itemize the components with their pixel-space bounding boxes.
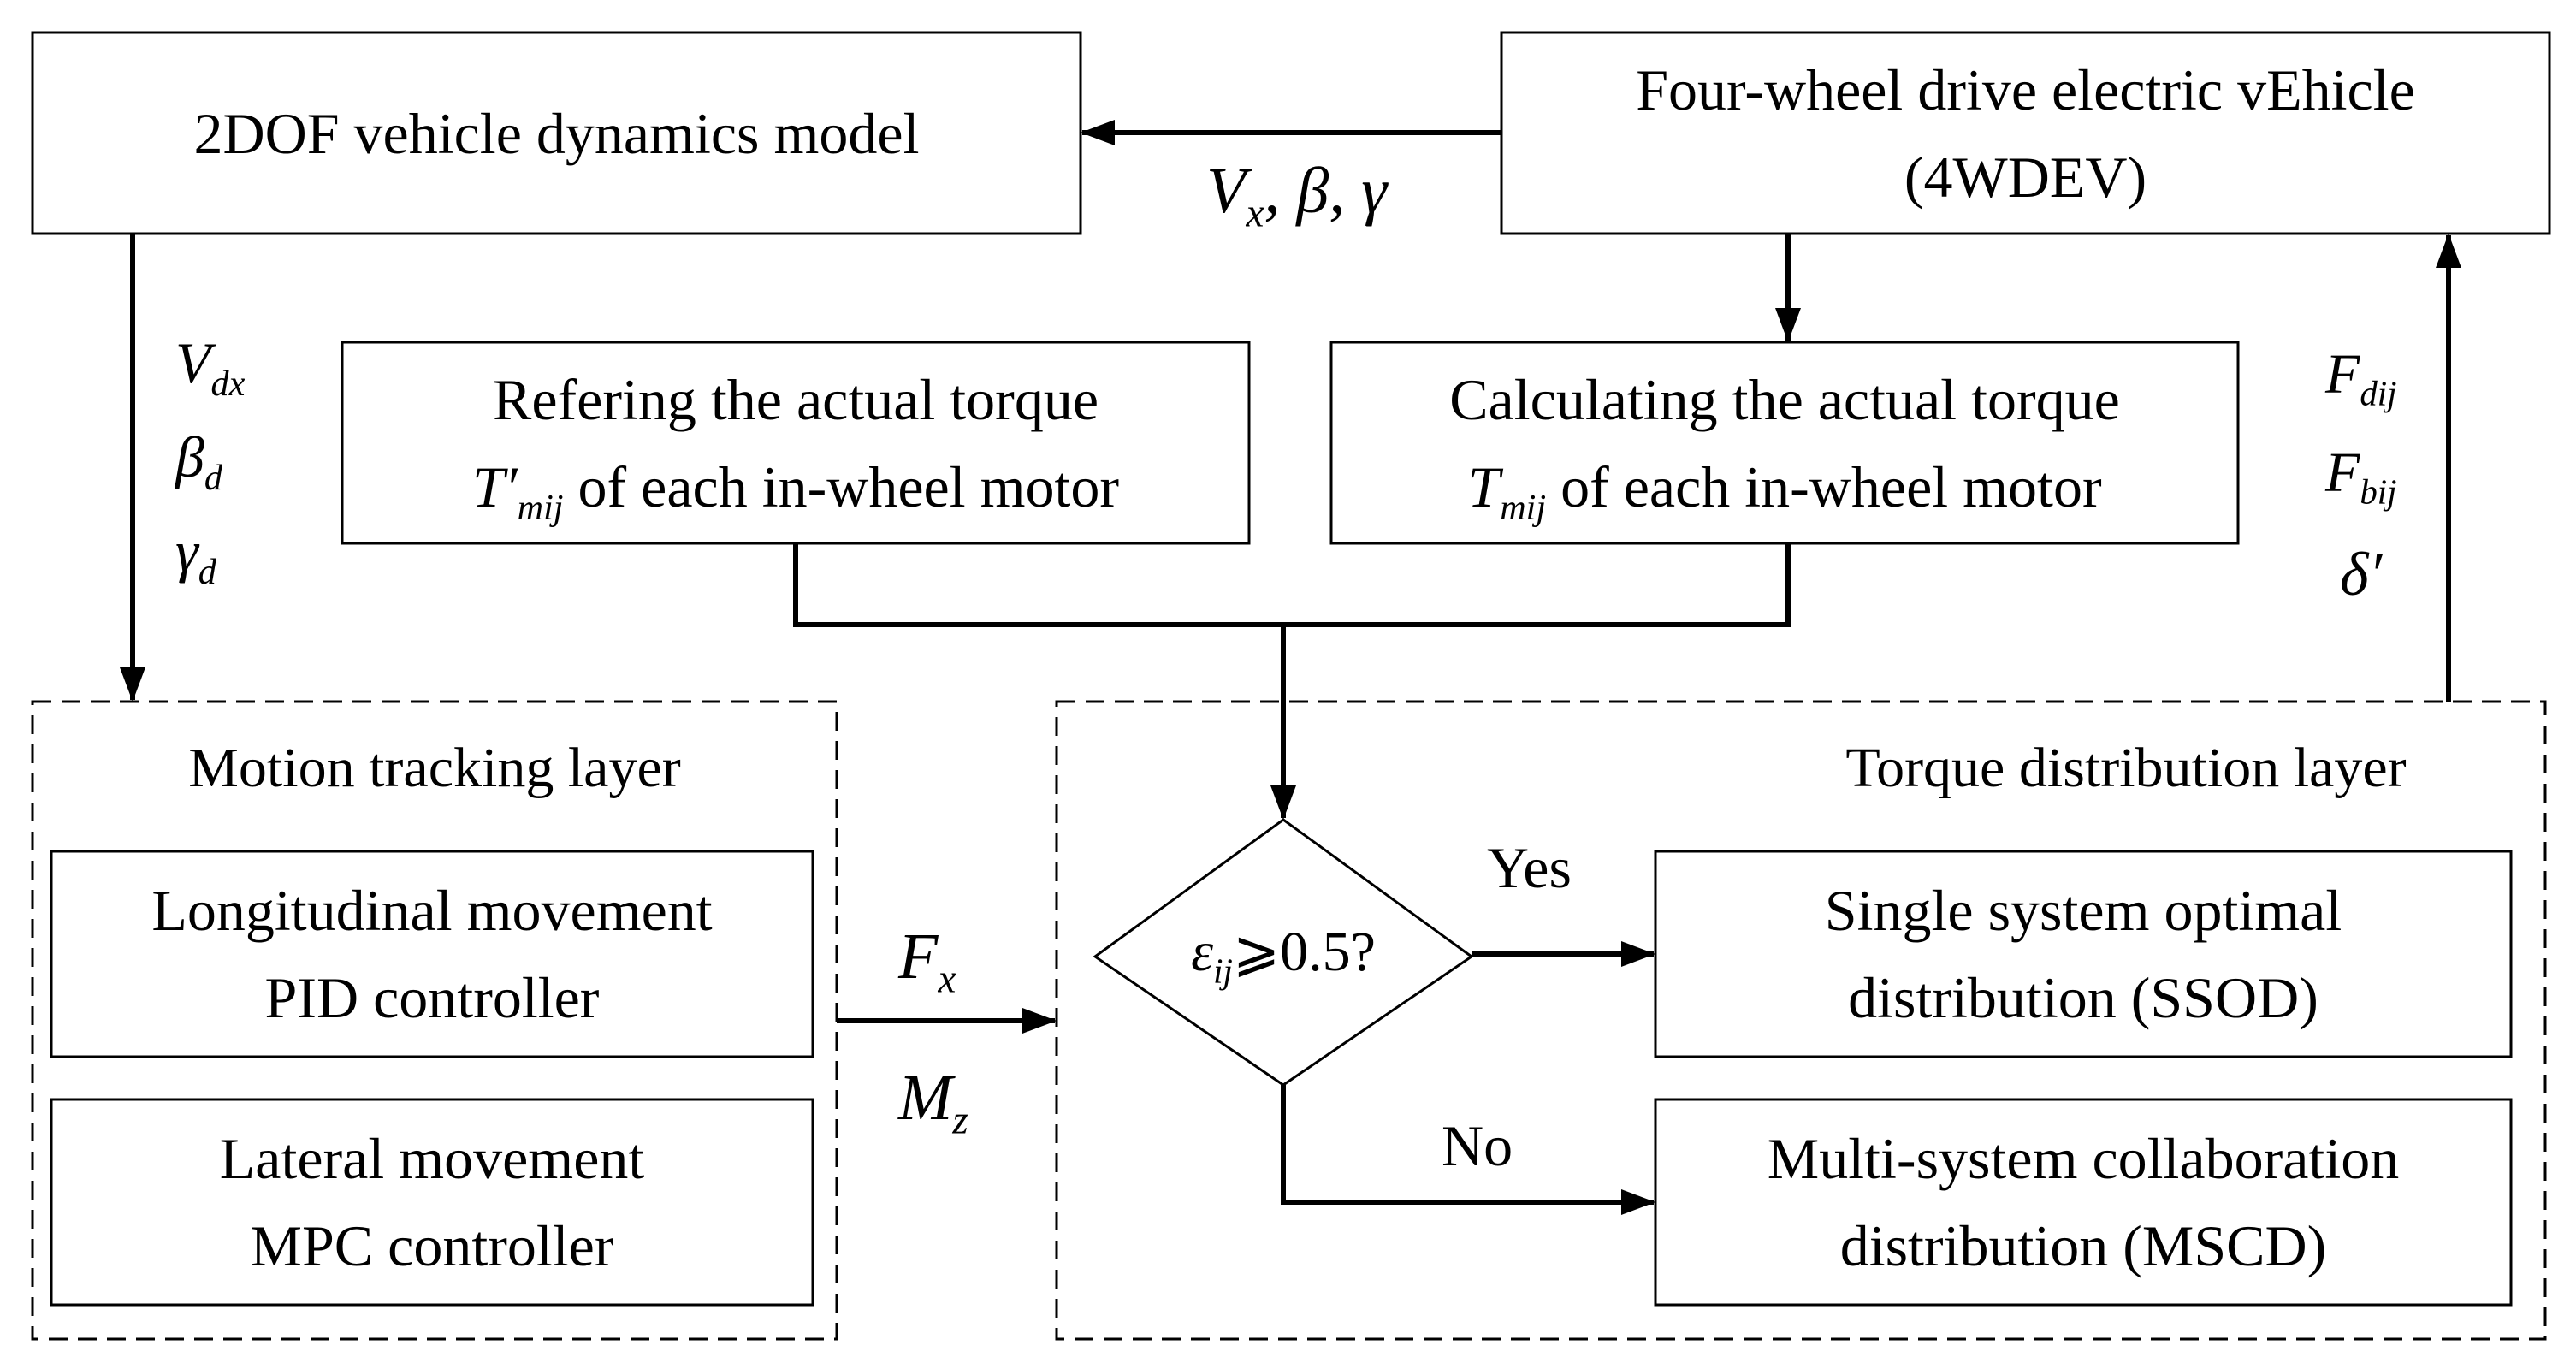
torque-merge-connector — [793, 543, 1791, 627]
control-mz-sub: z — [952, 1098, 968, 1143]
no-arrow — [1281, 1085, 1655, 1215]
calc-torque-box — [1329, 341, 2240, 545]
mpc-box — [50, 1098, 814, 1307]
ssod-line2: distribution (SSOD) — [1848, 965, 2318, 1030]
vehicle-label-line1: Four-wheel drive electric vEhicle — [1636, 56, 2415, 122]
force-delta: δ′ — [2340, 540, 2383, 608]
desired-gamma-label: γd — [175, 518, 216, 590]
vehicle-label-line2: (4WDEV) — [1904, 144, 2147, 210]
desired-v: V — [175, 330, 211, 395]
state-rest: , β, γ — [1264, 155, 1388, 227]
yes-label: Yes — [1487, 834, 1572, 901]
ssod-line1: Single system optimal — [1824, 878, 2342, 943]
desired-beta: β — [175, 424, 204, 489]
refer-torque-rest: of each in-wheel motor — [563, 453, 1120, 519]
yes-text: Yes — [1487, 835, 1572, 900]
refer-torque-symbol: T′ — [471, 453, 518, 519]
state-v-sub: x — [1246, 191, 1264, 236]
mpc-label: Lateral movement MPC controller — [51, 1099, 813, 1305]
model-label-text: 2DOF vehicle dynamics model — [193, 100, 920, 166]
ssod-box — [1654, 850, 2513, 1058]
force-fd: F — [2325, 343, 2360, 406]
no-text: No — [1442, 1113, 1513, 1178]
refer-torque-line2: T′mij of each in-wheel motor — [472, 443, 1119, 530]
mscd-label: Multi-system collaboration distribution … — [1655, 1099, 2511, 1305]
force-delta-label: δ′ — [2340, 539, 2382, 610]
mpc-line2: MPC controller — [250, 1213, 614, 1278]
calc-torque-line1: Calculating the actual torque — [1449, 366, 2120, 432]
torque-layer-title: Torque distribution layer — [1720, 736, 2532, 801]
torque-distribution-layer — [1055, 700, 2547, 1341]
desired-gamma: γ — [175, 519, 198, 584]
control-mz: M — [898, 1062, 953, 1134]
no-label: No — [1442, 1112, 1513, 1179]
control-fx: F — [898, 921, 939, 993]
mscd-line1: Multi-system collaboration — [1767, 1126, 2400, 1191]
calc-torque-label: Calculating the actual torque Tmij of ea… — [1331, 342, 2238, 543]
motion-layer-title: Motion tracking layer — [33, 736, 837, 801]
force-fb-label: Fbij — [2325, 441, 2397, 509]
mscd-box — [1654, 1098, 2513, 1307]
pid-box — [50, 850, 814, 1058]
mpc-line1: Lateral movement — [219, 1126, 645, 1191]
motion-layer-title-text: Motion tracking layer — [188, 737, 681, 799]
model-label: 2DOF vehicle dynamics model — [33, 33, 1081, 234]
refer-torque-subscript: mij — [517, 487, 564, 528]
force-fd-sub: dij — [2360, 374, 2397, 413]
force-fb: F — [2325, 441, 2360, 504]
force-fd-label: Fdij — [2325, 342, 2397, 411]
control-mz-label: Mz — [898, 1061, 968, 1141]
vehicle-label: Four-wheel drive electric vEhicle (4WDEV… — [1501, 33, 2549, 234]
decision-subscript: ij — [1213, 951, 1233, 991]
pid-line2: PID controller — [264, 965, 600, 1030]
desired-beta-label: βd — [175, 424, 222, 495]
decision-label: εij⩾0.5? — [1095, 920, 1472, 988]
refer-torque-line1: Refering the actual torque — [492, 366, 1099, 432]
force-fb-sub: bij — [2360, 472, 2397, 512]
desired-gamma-sub: d — [198, 551, 216, 592]
control-fx-sub: x — [938, 957, 956, 1002]
mscd-line2: distribution (MSCD) — [1839, 1213, 2327, 1278]
pid-line1: Longitudinal movement — [151, 878, 713, 943]
state-v: V — [1206, 155, 1247, 227]
refer-torque-label: Refering the actual torque T′mij of each… — [342, 342, 1249, 543]
state-label: Vx, β, γ — [1206, 154, 1388, 234]
decision-rest: ⩾0.5? — [1232, 921, 1376, 983]
calc-torque-subscript: mij — [1500, 487, 1547, 528]
desired-v-label: Vdx — [175, 329, 245, 401]
calc-torque-line2: Tmij of each in-wheel motor — [1467, 443, 2101, 530]
torque-layer-title-text: Torque distribution layer — [1845, 737, 2407, 799]
desired-v-sub: dx — [210, 363, 246, 404]
pid-label: Longitudinal movement PID controller — [51, 851, 813, 1057]
control-fx-label: Fx — [898, 920, 956, 999]
calc-torque-symbol: T — [1467, 453, 1501, 519]
ssod-label: Single system optimal distribution (SSOD… — [1655, 851, 2511, 1057]
calc-torque-rest: of each in-wheel motor — [1546, 453, 2102, 519]
desired-beta-sub: d — [204, 457, 222, 498]
decision-symbol: ε — [1191, 921, 1214, 983]
